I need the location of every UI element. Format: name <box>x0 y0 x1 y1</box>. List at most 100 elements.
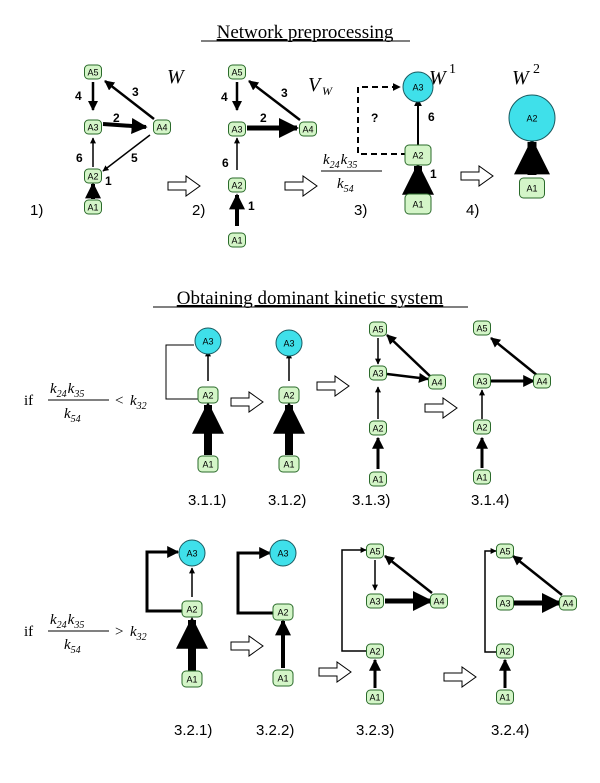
svg-text:A2: A2 <box>372 424 383 434</box>
node-a5: A5 <box>366 543 384 559</box>
edge-a2-a3-alt <box>236 547 273 615</box>
node-a3: A3 <box>178 539 206 567</box>
node-a2: A2 <box>404 144 432 166</box>
node-a5: A5 <box>473 320 491 336</box>
edge-a4-a5 <box>386 334 433 379</box>
node-a3: A3 <box>496 595 514 611</box>
svg-text:A2: A2 <box>499 647 510 657</box>
svg-text:A5: A5 <box>231 68 242 78</box>
edge-a2-a3-question <box>357 83 407 155</box>
step-label-4: 4) <box>466 202 479 219</box>
step-label-3-1-4: 3.1.4) <box>471 492 509 509</box>
node-a3: A3 <box>194 327 222 355</box>
edge-weight: 1 <box>430 167 437 181</box>
svg-text:>: > <box>115 624 123 640</box>
node-a1: A1 <box>404 193 432 215</box>
node-a1: A1 <box>473 469 491 485</box>
edge-weight: 3 <box>281 86 288 100</box>
node-a2: A2 <box>366 643 384 659</box>
step-label-3-2-3: 3.2.3) <box>356 722 394 739</box>
svg-text:k32: k32 <box>130 624 147 643</box>
node-a2: A2 <box>369 420 387 436</box>
svg-text:A1: A1 <box>372 475 383 485</box>
svg-text:A1: A1 <box>87 203 98 213</box>
step-label-3-1-2: 3.1.2) <box>268 492 306 509</box>
node-a1: A1 <box>228 232 246 248</box>
graph-label-w2: W <box>512 67 531 89</box>
edge-weight: ? <box>371 111 378 125</box>
node-a5: A5 <box>84 64 102 80</box>
svg-text:A5: A5 <box>87 68 98 78</box>
node-a2: A2 <box>197 386 219 404</box>
graph-label-vw-sub: W <box>322 84 333 98</box>
node-a1: A1 <box>278 455 300 473</box>
node-a4: A4 <box>533 373 551 389</box>
node-a2: A2 <box>473 419 491 435</box>
svg-text:A3: A3 <box>202 337 213 347</box>
transition-arrow <box>443 666 477 688</box>
node-a1: A1 <box>519 177 545 199</box>
graph-label-w: W <box>167 66 186 88</box>
svg-text:A1: A1 <box>476 473 487 483</box>
edge-weight: 2 <box>113 111 120 125</box>
node-a5: A5 <box>228 64 246 80</box>
node-a5: A5 <box>496 543 514 559</box>
svg-text:k32: k32 <box>130 393 147 412</box>
node-a1: A1 <box>496 689 514 705</box>
step-label-3: 3) <box>354 202 367 219</box>
edge-weight: 3 <box>132 85 139 99</box>
svg-text:A3: A3 <box>372 369 383 379</box>
edge-weight: 6 <box>428 110 435 124</box>
edges-layer <box>85 80 563 688</box>
graph-label-w1-sup: 1 <box>449 62 456 77</box>
svg-text:A2: A2 <box>202 391 213 401</box>
node-a1: A1 <box>272 669 294 687</box>
svg-text:k54: k54 <box>337 176 354 195</box>
svg-text:A2: A2 <box>369 647 380 657</box>
node-a3: A3 <box>366 593 384 609</box>
node-a2: A2 <box>278 386 300 404</box>
svg-text:A2: A2 <box>87 172 98 182</box>
svg-text:A1: A1 <box>283 460 294 470</box>
edge-a3-a4 <box>386 372 429 383</box>
node-a3: A3 <box>228 121 246 137</box>
transition-arrow <box>284 175 318 197</box>
node-a3: A3 <box>84 119 102 135</box>
edge-a4-a5 <box>490 337 539 377</box>
edge-weight: 4 <box>221 90 228 104</box>
node-a1: A1 <box>197 455 219 473</box>
svg-text:k24k35: k24k35 <box>50 381 84 400</box>
node-a2: A2 <box>496 643 514 659</box>
svg-text:A1: A1 <box>277 674 288 684</box>
edge-a4-a5 <box>512 555 563 596</box>
condition-greater: if k24k35 k54 > k32 <box>24 612 147 656</box>
svg-text:A4: A4 <box>302 125 313 135</box>
svg-text:A5: A5 <box>372 325 383 335</box>
svg-text:A2: A2 <box>277 608 288 618</box>
node-a3: A3 <box>269 539 297 567</box>
edge-a2-a3-alt <box>165 344 200 400</box>
graph-label-vw: V <box>308 74 323 96</box>
node-a2: A2 <box>228 177 246 193</box>
node-a5: A5 <box>369 321 387 337</box>
title-dominant-kinetic-system: Obtaining dominant kinetic system <box>177 288 444 309</box>
node-a4: A4 <box>153 119 171 135</box>
svg-text:A2: A2 <box>412 151 423 161</box>
transition-arrows-layer <box>167 165 494 688</box>
node-a1: A1 <box>369 471 387 487</box>
transition-arrow <box>424 397 458 419</box>
edge-weight: 2 <box>260 111 267 125</box>
edge-a2-a3-alt <box>145 546 182 613</box>
svg-text:A4: A4 <box>562 599 573 609</box>
edge-a4-a5 <box>248 80 301 121</box>
svg-text:A1: A1 <box>186 675 197 685</box>
node-a2: A2 <box>508 94 556 142</box>
svg-text:A3: A3 <box>87 123 98 133</box>
node-a3: A3 <box>402 71 434 103</box>
step-label-1: 1) <box>30 202 43 219</box>
svg-text:if: if <box>24 393 33 409</box>
svg-text:k24k35: k24k35 <box>323 152 357 171</box>
